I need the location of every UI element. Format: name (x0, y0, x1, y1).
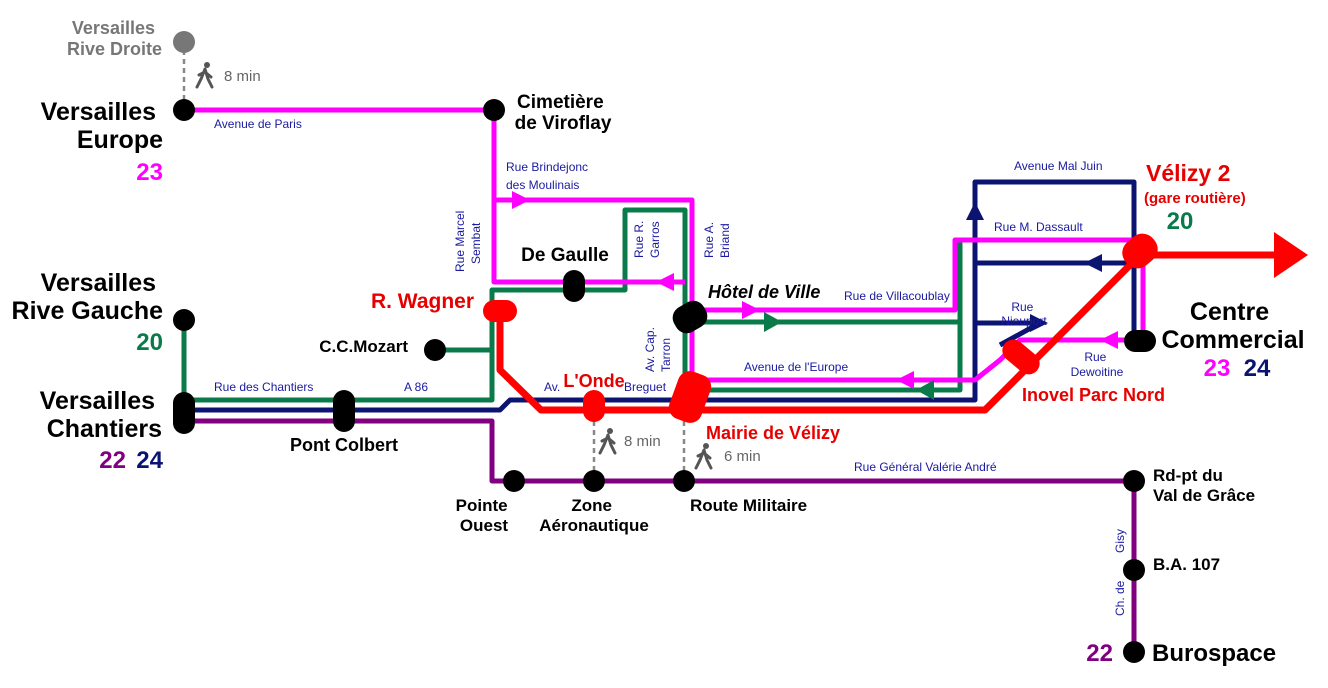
station-label-versailles-europe: Versailles Europe (41, 98, 163, 154)
station-label-hotel-de-ville: Hôtel de Ville (708, 282, 820, 302)
magenta-arrow-icon (1100, 331, 1118, 349)
line-24-route (184, 179, 1137, 413)
station-dot-cc-mozart[interactable] (424, 339, 446, 361)
pedestrian-icon (195, 62, 214, 89)
station-label-velizy2-sub: (gare routière) (1144, 190, 1246, 207)
station-dot-velizy2[interactable] (1117, 228, 1164, 274)
red-trunk-route (496, 251, 1280, 414)
walk-connectors (182, 50, 686, 473)
line-number-24: 24 (136, 447, 163, 474)
street-rue-general-valerie-andre: Rue Général Valérie André (854, 460, 997, 474)
magenta-arrow-icon (896, 371, 914, 389)
station-dot-r-wagner[interactable] (483, 300, 517, 322)
green-arrow-icon (916, 380, 934, 400)
pedestrian-icon (598, 428, 617, 455)
navy-arrow-icon (1030, 314, 1048, 332)
street-rue-brindejonc: Rue Brindejonc des Moulinais (506, 160, 591, 192)
station-label-centre-commercial: Centre Commercial (1161, 298, 1304, 354)
station-dot-centre-commercial[interactable] (1124, 330, 1156, 352)
station-dot-rive-droite[interactable] (173, 31, 195, 53)
station-label-l-onde: L'Onde (563, 371, 624, 391)
line-number-22-burospace: 22 (1086, 640, 1113, 667)
station-dot-mairie[interactable] (665, 368, 714, 427)
station-label-rdpt: Rd-pt du Val de Grâce (1153, 466, 1255, 505)
station-dot-de-gaulle[interactable] (563, 270, 585, 302)
station-dot-l-onde[interactable] (583, 390, 605, 422)
station-dot-inovel[interactable] (998, 335, 1044, 379)
station-dot-pont-colbert[interactable] (333, 390, 355, 432)
station-label-rive-gauche: Versailles Rive Gauche (12, 269, 164, 325)
station-dot-cimetiere[interactable] (483, 99, 505, 121)
red-direction-arrow (1274, 232, 1308, 278)
street-avenue-mal-juin: Avenue Mal Juin (1014, 159, 1103, 173)
street-a86: A 86 (404, 380, 428, 394)
station-label-inovel: Inovel Parc Nord (1022, 385, 1165, 405)
line-number-24-cc: 24 (1244, 355, 1271, 382)
station-dot-ba107[interactable] (1123, 559, 1145, 581)
line-number-20: 20 (136, 329, 163, 356)
station-label-r-wagner: R. Wagner (371, 290, 474, 313)
station-dot-hotel-de-ville[interactable] (668, 296, 711, 337)
line-number-23: 23 (136, 159, 163, 186)
station-label-de-gaulle: De Gaulle (521, 245, 609, 266)
magenta-arrow-icon (512, 191, 530, 209)
walk-time-route-militaire: 6 min (724, 448, 761, 465)
street-rue-a-briand: Rue A. Briand (702, 219, 732, 258)
street-rue-des-chantiers: Rue des Chantiers (214, 380, 313, 394)
street-rue-r-garros: Rue R. Garros (632, 217, 662, 258)
street-rue-nieuport: Rue Nieuport (1001, 300, 1047, 328)
street-av-cap-tarron: Av. Cap. Tarron (643, 324, 673, 372)
station-label-zone-aero: Zone Aéronautique (539, 496, 649, 535)
street-rue-de-villacoublay: Rue de Villacoublay (844, 289, 950, 303)
station-dot-burospace[interactable] (1123, 641, 1145, 663)
station-label-mairie: Mairie de Vélizy (706, 423, 840, 443)
line-number-20-velizy2: 20 (1167, 208, 1194, 235)
station-label-burospace: Burospace (1152, 640, 1276, 667)
walk-time-rive-droite: 8 min (224, 68, 261, 85)
line-22-route (184, 418, 1137, 652)
street-avenue-de-l-europe: Avenue de l'Europe (744, 360, 848, 374)
street-gisy: Gisy (1113, 529, 1127, 553)
station-dot-pointe-ouest[interactable] (503, 470, 525, 492)
green-arrow-icon (764, 312, 782, 332)
navy-arrow-icon (966, 202, 984, 220)
station-label-cimetiere: Cimetière de Viroflay (515, 92, 612, 134)
station-label-pointe-ouest: Pointe Ouest (456, 496, 513, 535)
station-label-velizy2: Vélizy 2 (1146, 160, 1230, 186)
line-23-route (184, 107, 1146, 383)
street-avenue-de-paris: Avenue de Paris (214, 117, 302, 131)
station-dot-chantiers[interactable] (173, 392, 195, 434)
station-dot-rive-gauche[interactable] (173, 309, 195, 331)
walk-time-zone-aero: 8 min (624, 433, 661, 450)
street-breguet: Breguet (624, 380, 667, 394)
station-dot-rdpt[interactable] (1123, 470, 1145, 492)
pedestrian-icon (694, 443, 713, 470)
navy-arrow-icon (1084, 254, 1102, 272)
line-number-22: 22 (99, 447, 126, 474)
street-ch-de: Ch. de (1113, 580, 1127, 616)
station-dot-zone-aero[interactable] (583, 470, 605, 492)
station-label-cc-mozart: C.C.Mozart (319, 337, 408, 356)
street-rue-marcel-sembat: Rue Marcel Sembat (453, 207, 483, 272)
street-rue-m-dassault: Rue M. Dassault (994, 220, 1083, 234)
station-dot-versailles-europe[interactable] (173, 99, 195, 121)
street-rue-dewoitine: Rue Dewoitine (1071, 350, 1124, 379)
station-label-rive-droite: Versailles Rive Droite (67, 18, 162, 59)
magenta-arrow-icon (656, 273, 674, 291)
station-label-route-militaire: Route Militaire (690, 496, 807, 515)
station-label-pont-colbert: Pont Colbert (290, 435, 398, 455)
magenta-arrow-icon (742, 301, 760, 319)
station-label-ba107: B.A. 107 (1153, 555, 1220, 574)
station-dot-route-militaire[interactable] (673, 470, 695, 492)
street-av: Av. (544, 380, 560, 394)
line-number-23-cc: 23 (1204, 355, 1231, 382)
station-label-chantiers: Versailles Chantiers (40, 387, 162, 443)
